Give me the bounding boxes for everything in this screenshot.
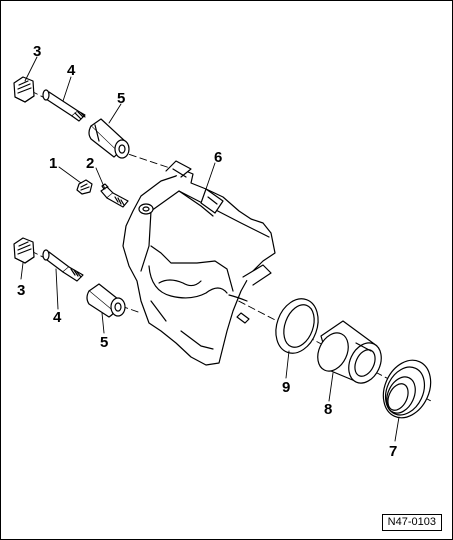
label-7: 7 (389, 443, 397, 460)
part-8-piston (317, 320, 382, 384)
part-7-dust-boot (382, 359, 432, 419)
label-5-upper: 5 (117, 90, 125, 107)
label-8: 8 (324, 401, 332, 418)
leader-lines (20, 56, 400, 442)
part-2-bleeder-valve (100, 183, 129, 208)
label-3-lower: 3 (17, 282, 25, 299)
part-4-guide-bolt-upper (42, 89, 86, 122)
part-4-guide-bolt-lower (42, 249, 84, 282)
label-4-upper: 4 (67, 62, 76, 79)
label-3-upper: 3 (33, 43, 41, 60)
label-6: 6 (214, 149, 222, 166)
part-1-dust-cap (76, 179, 93, 195)
label-5-lower: 5 (100, 334, 108, 351)
part-5-guide-sleeve-upper (88, 118, 130, 159)
figure-reference-code: N47-0103 (381, 514, 442, 531)
part-5-guide-sleeve-lower (86, 283, 126, 318)
label-1: 1 (49, 155, 57, 172)
label-2: 2 (86, 155, 94, 172)
part-3-cap-lower (13, 237, 35, 264)
label-9: 9 (282, 379, 290, 396)
callout-labels: 3 4 5 1 2 6 3 4 5 9 8 7 (17, 43, 397, 460)
part-3-cap-upper (13, 76, 35, 103)
label-4-lower: 4 (53, 309, 62, 326)
part-6-caliper-housing (122, 160, 276, 366)
part-9-seal-ring (275, 298, 319, 354)
